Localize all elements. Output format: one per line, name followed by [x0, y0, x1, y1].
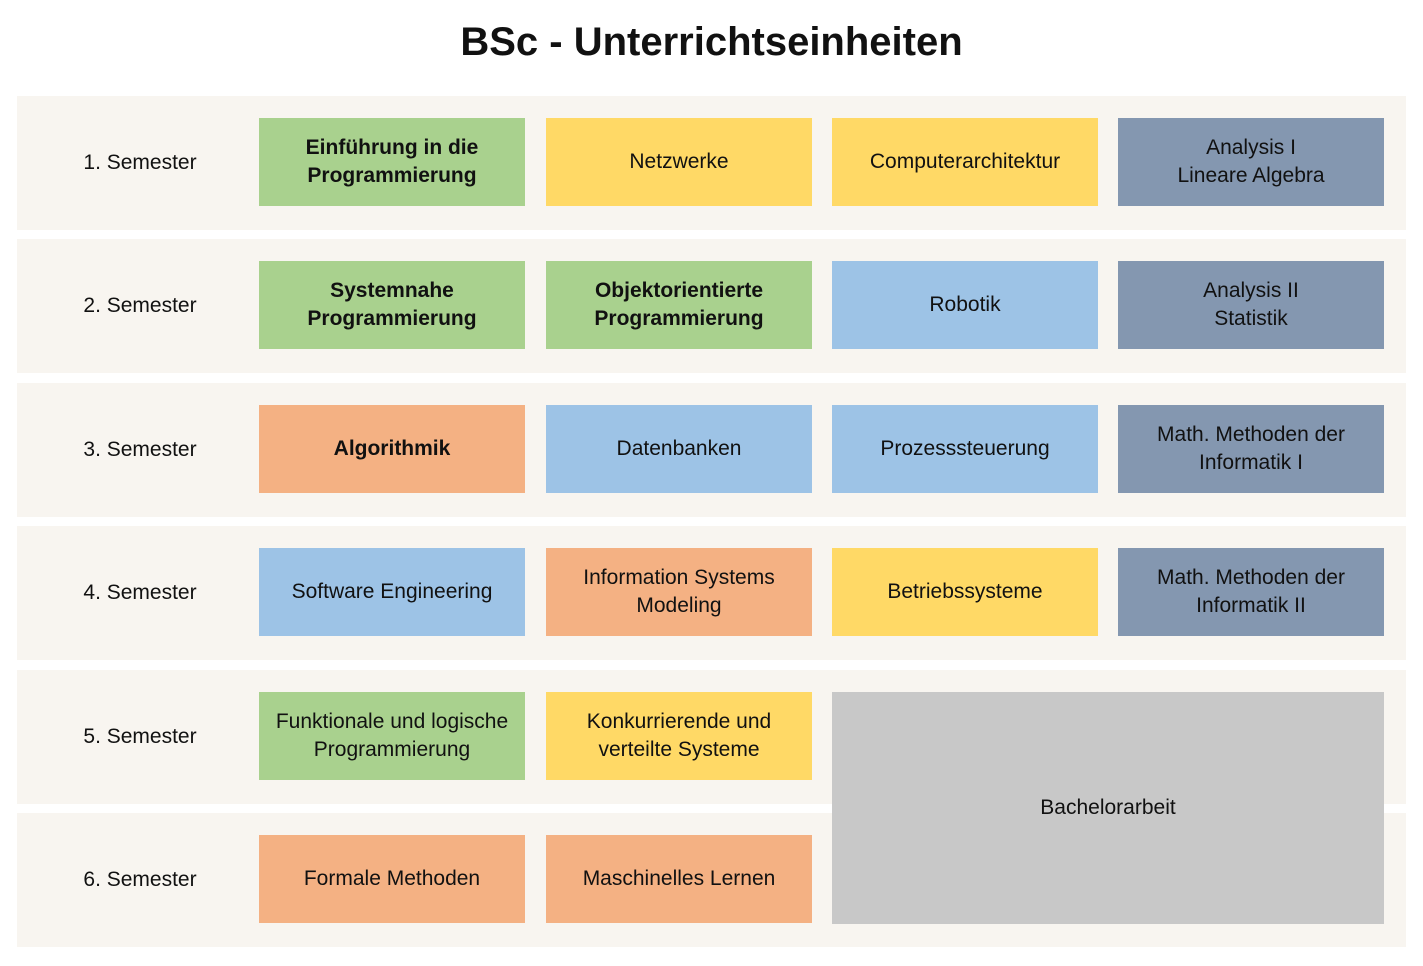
module-box: Objektorientierte Programmierung — [546, 261, 812, 349]
module-box: Math. Methoden der Informatik I — [1118, 405, 1384, 493]
module-box: Math. Methoden der Informatik II — [1118, 548, 1384, 636]
module-box: Maschinelles Lernen — [546, 835, 812, 923]
module-box: Analysis II Statistik — [1118, 261, 1384, 349]
page-title: BSc - Unterrichtseinheiten — [460, 20, 963, 64]
module-box: Netzwerke — [546, 118, 812, 206]
module-box: Systemnahe Programmierung — [259, 261, 525, 349]
module-box: Einführung in die Programmierung — [259, 118, 525, 206]
semester-label: 4. Semester — [83, 581, 197, 604]
module-box: Software Engineering — [259, 548, 525, 636]
module-box: Konkurrierende und verteilte Systeme — [546, 692, 812, 780]
module-box: Information Systems Modeling — [546, 548, 812, 636]
semester-label: 5. Semester — [83, 725, 197, 748]
semester-label: 1. Semester — [83, 151, 197, 174]
module-bachelorarbeit: Bachelorarbeit — [832, 692, 1384, 924]
semester-label: 6. Semester — [83, 868, 197, 891]
module-box: Betriebssysteme — [832, 548, 1098, 636]
semester-label: 3. Semester — [83, 438, 197, 461]
semester-label: 2. Semester — [83, 294, 197, 317]
module-box: Analysis I Lineare Algebra — [1118, 118, 1384, 206]
module-box: Computerarchitektur — [832, 118, 1098, 206]
module-box: Funktionale und logische Programmierung — [259, 692, 525, 780]
module-box: Datenbanken — [546, 405, 812, 493]
module-box: Robotik — [832, 261, 1098, 349]
module-box: Prozesssteuerung — [832, 405, 1098, 493]
module-box: Formale Methoden — [259, 835, 525, 923]
module-box: Algorithmik — [259, 405, 525, 493]
